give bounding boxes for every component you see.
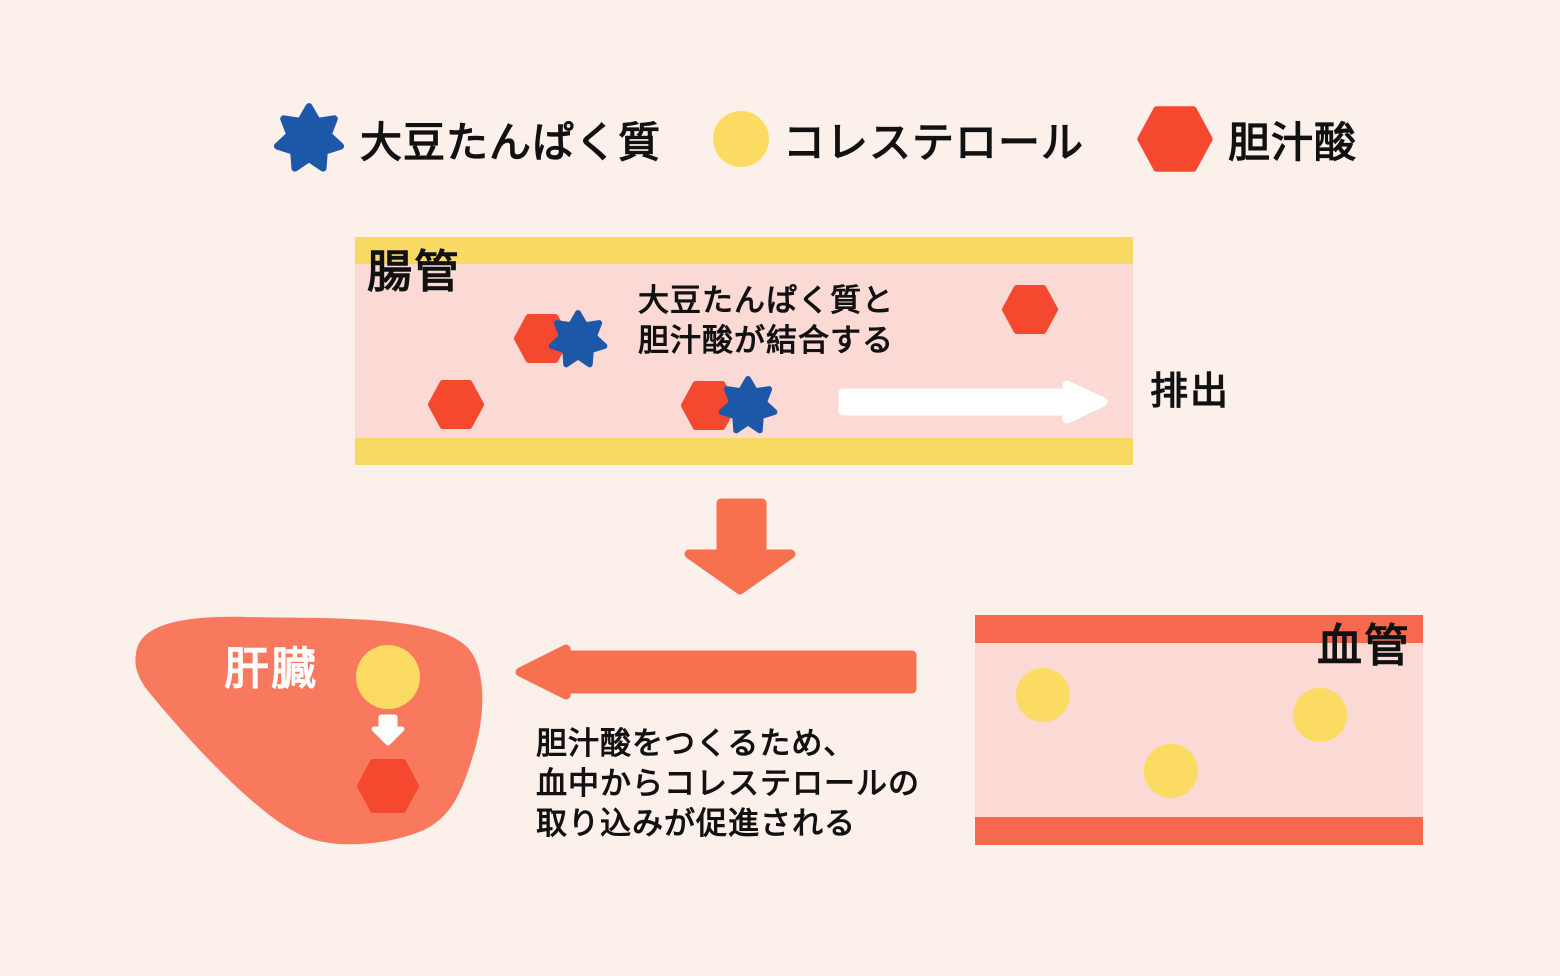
excretion-arrow-icon [838, 380, 1108, 424]
binding-annotation-line1: 大豆たんぱく質と [638, 283, 894, 319]
soy-protein-star-icon [272, 102, 346, 176]
cholesterol-circle-icon [713, 111, 770, 167]
excretion-label: 排出 [1150, 369, 1231, 413]
intestine-wall-top [355, 237, 1133, 264]
process-note-line3: 取り込みが促進される [536, 806, 856, 842]
legend-label-soy-protein: 大豆たんぱく質 [360, 117, 662, 167]
cholesterol-circle-icon [1144, 744, 1198, 798]
vessel-wall-top [975, 615, 1423, 643]
legend-label-cholesterol: コレステロール [783, 117, 1085, 167]
intestine-wall-bottom [355, 438, 1133, 465]
conversion-down-arrow-icon [371, 714, 405, 746]
vessel-wall-bottom [975, 817, 1423, 845]
vessel-title: 血管 [1316, 619, 1411, 672]
soy-protein-star-icon [547, 309, 609, 371]
cholesterol-circle-icon [1293, 688, 1347, 742]
blood-vessel-tube: 血管 [975, 615, 1423, 845]
intestine-tube: 腸管 大豆たんぱく質と 胆汁酸が結合する [355, 237, 1133, 465]
bile-acid-hexagon-icon [427, 379, 485, 430]
liver-shape [135, 616, 483, 845]
process-note-line1: 胆汁酸をつくるため、 [536, 726, 856, 762]
legend-item-soy-protein: 大豆たんぱく質 [272, 102, 661, 176]
soy-protein-star-icon [717, 375, 779, 437]
process-note: 胆汁酸をつくるため、 血中からコレステロールの 取り込みが促進される [536, 724, 920, 844]
binding-annotation: 大豆たんぱく質と 胆汁酸が結合する [638, 281, 894, 361]
legend-item-cholesterol: コレステロール [713, 109, 1084, 170]
bile-acid-hexagon-icon [356, 758, 420, 814]
bile-acid-hexagon-icon [1001, 284, 1059, 335]
liver-title: 肝臓 [224, 642, 319, 695]
left-arrow-icon [515, 644, 917, 700]
binding-annotation-line2: 胆汁酸が結合する [638, 323, 894, 359]
legend: 大豆たんぱく質 コレステロール 胆汁酸 [272, 102, 1357, 176]
legend-item-bile-acid: 胆汁酸 [1136, 105, 1357, 173]
cholesterol-circle-icon [356, 645, 420, 709]
legend-label-bile-acid: 胆汁酸 [1228, 117, 1358, 167]
down-arrow-icon [684, 498, 796, 595]
intestine-title: 腸管 [367, 245, 462, 298]
bile-acid-hexagon-icon [1136, 105, 1214, 173]
process-note-line2: 血中からコレステロールの [536, 766, 920, 802]
cholesterol-circle-icon [1016, 668, 1070, 722]
